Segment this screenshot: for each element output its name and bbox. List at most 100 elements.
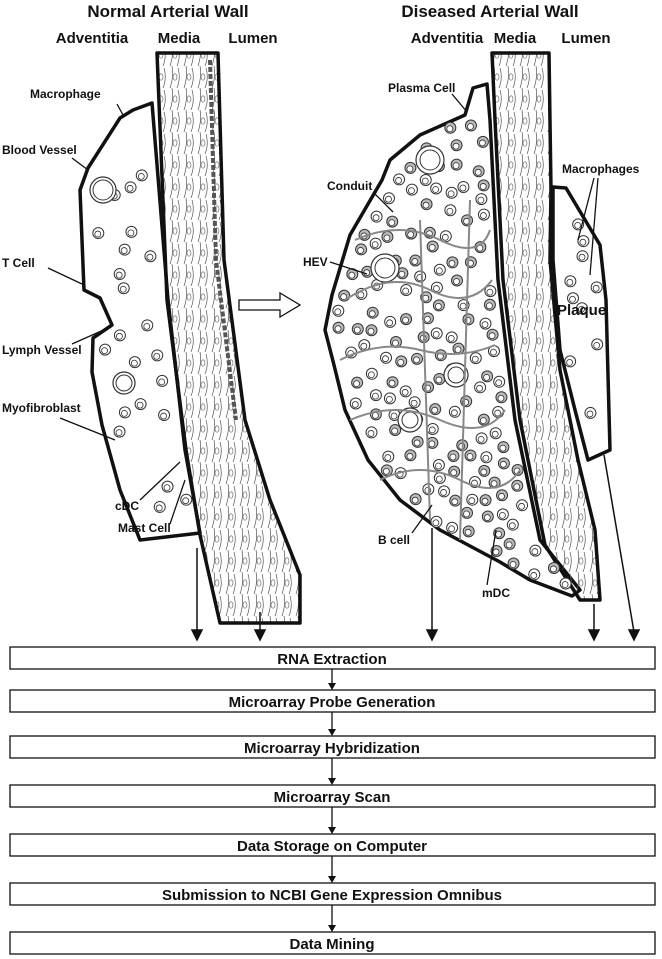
cell (400, 313, 413, 326)
cell (351, 376, 364, 389)
cell (161, 480, 174, 493)
cell (430, 327, 443, 340)
cell (369, 389, 382, 402)
workflow-step-label: Microarray Hybridization (244, 740, 420, 757)
workflow-step-label: Microarray Probe Generation (229, 694, 436, 711)
cell (559, 577, 572, 590)
cell (430, 182, 443, 195)
cell (409, 254, 422, 267)
cell (449, 494, 462, 507)
cell (450, 139, 463, 152)
cell (448, 405, 461, 418)
cell (113, 329, 126, 342)
cell (474, 381, 487, 394)
cell (118, 243, 131, 256)
normal-title: Normal Arterial Wall (87, 2, 248, 21)
workflow-step-label: Data Storage on Computer (237, 838, 427, 855)
cell (529, 544, 542, 557)
label-hev: HEV (303, 255, 328, 269)
conduit-network (339, 199, 521, 541)
cell (365, 367, 378, 380)
cell (577, 235, 590, 248)
label-t-cell: T Cell (2, 256, 35, 270)
workflow-step: Data Mining (9, 931, 656, 955)
cell (464, 449, 477, 462)
cell (429, 403, 442, 416)
cell (433, 263, 446, 276)
cell (433, 372, 446, 385)
cell (484, 285, 497, 298)
normal-layer-adventitia: Adventitia (56, 30, 129, 47)
cell (382, 450, 395, 463)
cell (487, 345, 500, 358)
workflow-step-label: RNA Extraction (277, 651, 386, 668)
normal-layer-lumen: Lumen (228, 30, 277, 47)
cell (332, 304, 345, 317)
cell (566, 292, 579, 305)
label-conduit: Conduit (327, 179, 372, 193)
cell (380, 351, 393, 364)
cell (411, 435, 424, 448)
cell (490, 544, 503, 557)
cell (450, 274, 463, 287)
cell (332, 321, 345, 334)
cell (365, 324, 378, 337)
cell (446, 256, 459, 269)
diseased-layer-lumen: Lumen (561, 30, 610, 47)
cell (125, 225, 138, 238)
cell (389, 423, 402, 436)
cell (380, 464, 393, 477)
cell (591, 338, 604, 351)
vessel-hev (415, 145, 445, 175)
cell (444, 121, 457, 134)
workflow-step: Submission to NCBI Gene Expression Omnib… (9, 882, 656, 906)
cell (464, 256, 477, 269)
cell (495, 391, 508, 404)
label-cdc: cDC (115, 499, 139, 513)
label-mast-cell: Mast Cell (118, 521, 171, 535)
cell (460, 395, 473, 408)
cell (492, 406, 505, 419)
cell (180, 493, 193, 506)
cell (516, 499, 529, 512)
diseased-title: Diseased Arterial Wall (401, 2, 578, 21)
cell (389, 335, 402, 348)
cell (366, 306, 379, 319)
cell (383, 392, 396, 405)
workflow-step: RNA Extraction (9, 646, 656, 670)
diseased-cells (332, 119, 604, 590)
cell (475, 432, 488, 445)
vessel-hev (397, 407, 423, 433)
cell (426, 436, 439, 449)
label-myofibroblast: Myofibroblast (2, 401, 81, 415)
workflow-arrow (328, 758, 336, 785)
cell (156, 374, 169, 387)
cell (496, 508, 509, 521)
cell (351, 323, 364, 336)
cell (450, 158, 463, 171)
cell (99, 343, 112, 356)
cell (399, 385, 412, 398)
cell (466, 493, 479, 506)
normal-cells (89, 169, 193, 513)
workflow-arrow (328, 669, 336, 690)
label-plasma-cell: Plasma Cell (388, 81, 455, 95)
cell (461, 506, 474, 519)
vessel-hev (370, 253, 400, 283)
cell (590, 281, 603, 294)
cell (576, 250, 589, 263)
workflow-step: Data Storage on Computer (9, 833, 656, 857)
cell (349, 397, 362, 410)
cell (338, 289, 351, 302)
cell (503, 537, 516, 550)
cell (396, 267, 409, 280)
cell (365, 426, 378, 439)
label-macrophage: Macrophage (30, 87, 101, 101)
cell (575, 302, 588, 315)
cell (113, 425, 126, 438)
cell (422, 381, 435, 394)
cell (409, 493, 422, 506)
cell (481, 510, 494, 523)
cell (469, 352, 482, 365)
